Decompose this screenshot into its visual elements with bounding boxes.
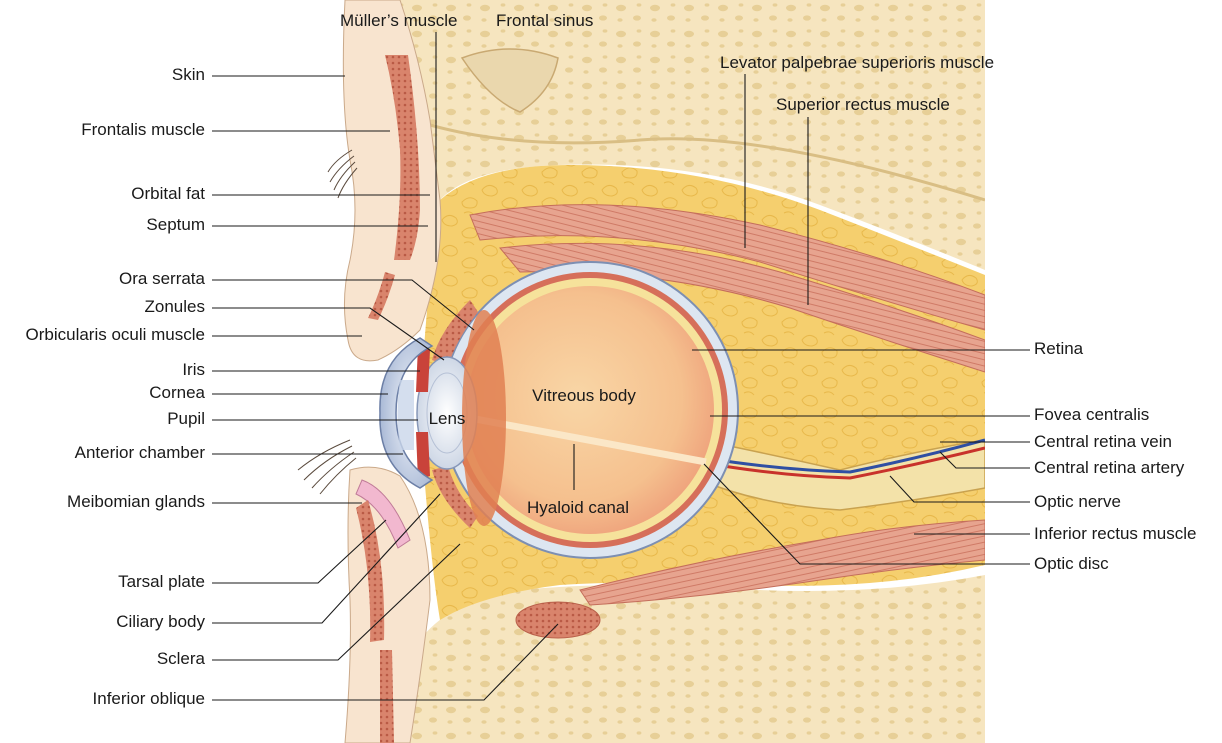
label-frontalis: Frontalis muscle	[81, 120, 205, 139]
iris-shape	[416, 346, 430, 392]
label-septum: Septum	[146, 215, 205, 234]
inferior-oblique-shape	[515, 601, 601, 639]
label-orbicularis: Orbicularis oculi muscle	[26, 325, 206, 344]
label-sclera: Sclera	[157, 649, 206, 668]
label-levator: Levator palpebrae superioris muscle	[720, 53, 994, 72]
vitreous-body-shape	[466, 286, 714, 534]
label-anterior-chamber: Anterior chamber	[75, 443, 206, 462]
label-retina: Retina	[1034, 339, 1084, 358]
label-inferior-oblique: Inferior oblique	[93, 689, 205, 708]
label-skin: Skin	[172, 65, 205, 84]
leader-lines	[212, 32, 1030, 701]
iris-lower-shape	[416, 432, 430, 480]
lower-lid-muscle-strip	[380, 650, 394, 743]
label-inferior-rectus: Inferior rectus muscle	[1034, 524, 1197, 543]
label-muller-muscle: Müller’s muscle	[340, 11, 457, 30]
label-superior-rectus: Superior rectus muscle	[776, 95, 950, 114]
label-ciliary-body: Ciliary body	[116, 612, 205, 631]
label-zonules: Zonules	[145, 297, 205, 316]
label-optic-disc: Optic disc	[1034, 554, 1109, 573]
label-orbital-fat: Orbital fat	[131, 184, 205, 203]
label-fovea: Fovea centralis	[1034, 405, 1149, 424]
central-retina-vein-line	[704, 438, 985, 474]
label-tarsal-plate: Tarsal plate	[118, 572, 205, 591]
label-frontal-sinus: Frontal sinus	[496, 11, 593, 30]
orbital-bone-lower	[400, 575, 985, 743]
label-ora-serrata: Ora serrata	[119, 269, 206, 288]
label-hyaloid-canal: Hyaloid canal	[527, 498, 629, 517]
frontal-bone-cortex	[429, 123, 985, 202]
ciliary-body-shape	[432, 300, 478, 366]
label-lens: Lens	[429, 409, 466, 428]
inferior-rectus-shape	[579, 519, 985, 606]
label-vitreous-body: Vitreous body	[532, 386, 636, 405]
ciliary-body-lower-shape	[432, 466, 478, 528]
frontalis-muscle-strip	[385, 55, 420, 260]
central-retina-artery-line	[704, 446, 985, 480]
label-central-artery: Central retina artery	[1034, 458, 1185, 477]
upper-eyelid-tissue	[342, 0, 442, 362]
label-central-vein: Central retina vein	[1034, 432, 1172, 451]
label-iris: Iris	[182, 360, 205, 379]
labels: Müller’s muscle Frontal sinus Levator pa…	[26, 11, 1197, 708]
orbicularis-upper-strip	[368, 272, 395, 320]
label-cornea: Cornea	[149, 383, 205, 402]
anterior-chamber-shape	[397, 380, 414, 450]
superior-rectus-shape	[499, 242, 985, 373]
vitreous-front-shape	[462, 310, 506, 526]
label-pupil: Pupil	[167, 409, 205, 428]
label-optic-nerve: Optic nerve	[1034, 492, 1121, 511]
levator-muscle-shape	[469, 204, 985, 331]
frontal-sinus-shape	[460, 48, 559, 113]
label-meibomian: Meibomian glands	[67, 492, 205, 511]
